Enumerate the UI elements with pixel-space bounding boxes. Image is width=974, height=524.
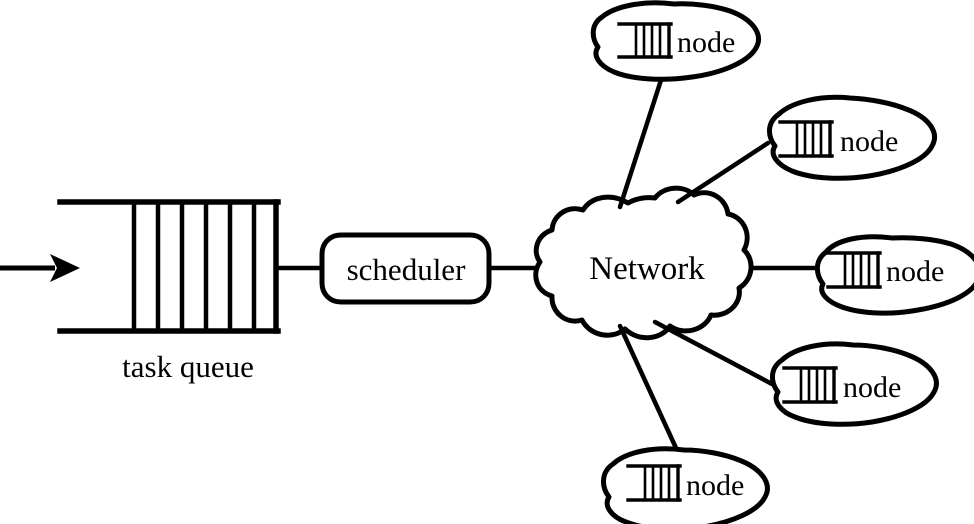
arrow-right-icon bbox=[0, 254, 80, 282]
node-queue-icon bbox=[617, 22, 673, 59]
link-network-to-node-lower-right bbox=[652, 319, 775, 387]
link-network-to-node-top bbox=[617, 74, 665, 210]
node-queue-icon bbox=[626, 464, 682, 502]
network-cloud bbox=[533, 185, 754, 341]
node-label: node bbox=[843, 371, 901, 404]
node-lower-right: node bbox=[770, 341, 939, 427]
link-network-to-node-upper-right bbox=[675, 140, 771, 205]
node-label: node bbox=[886, 255, 944, 288]
node-right: node bbox=[814, 234, 974, 316]
node-queue-icon bbox=[778, 120, 834, 158]
node-top: node bbox=[590, 0, 761, 82]
scheduler-box bbox=[319, 232, 492, 305]
task-queue-icon bbox=[57, 199, 281, 334]
node-bottom: node bbox=[601, 446, 770, 524]
node-label: node bbox=[840, 125, 898, 158]
network-label: Network bbox=[589, 251, 705, 287]
scheduler-label: scheduler bbox=[347, 252, 466, 287]
node-queue-icon bbox=[782, 366, 838, 404]
node-label: node bbox=[686, 469, 744, 502]
link-network-to-node-bottom bbox=[617, 323, 679, 451]
node-upper-right: node bbox=[767, 94, 937, 181]
node-queue-icon bbox=[826, 251, 882, 289]
node-label: node bbox=[677, 26, 735, 59]
task-queue-label: task queue bbox=[122, 349, 254, 384]
